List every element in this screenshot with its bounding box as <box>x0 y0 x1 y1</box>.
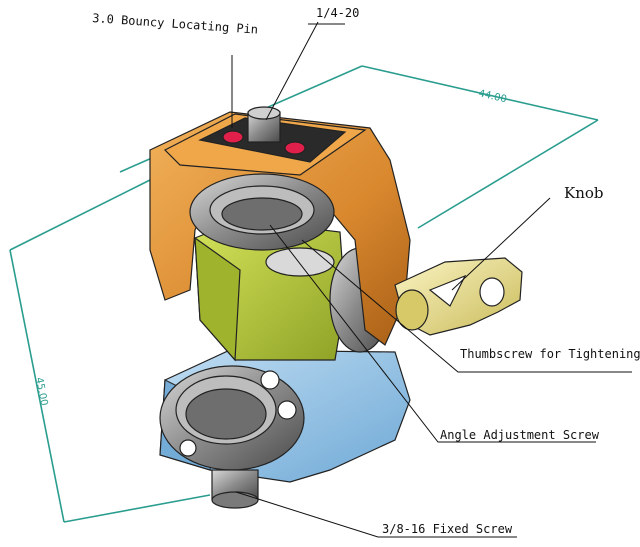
dimension-height: 45.00 <box>9 179 211 523</box>
height-dimension-line <box>9 249 65 523</box>
leader-top-thread <box>265 21 319 121</box>
width-dimension-line <box>361 65 599 121</box>
upper-ring <box>189 173 335 251</box>
leader-knob <box>451 197 551 291</box>
fixed-screw <box>211 469 259 509</box>
leader-fixed-screw <box>235 491 517 538</box>
locating-pin-left <box>222 130 244 144</box>
leader-lines <box>231 21 632 538</box>
knob <box>394 257 523 336</box>
top-clamp <box>149 111 411 346</box>
height-dimension-label: 45.00 <box>33 376 49 406</box>
label-thumbscrew: Thumbscrew for Tightening <box>460 347 640 361</box>
base-ring <box>159 365 305 471</box>
label-locating-pin: 3.0 Bouncy Locating Pin <box>92 11 259 37</box>
height-extension-top <box>9 179 151 251</box>
label-angle-screw: Angle Adjustment Screw <box>440 428 600 442</box>
locating-pins <box>222 130 306 155</box>
height-extension-bottom <box>63 494 211 523</box>
label-fixed-screw: 3/8-16 Fixed Screw <box>382 522 513 536</box>
label-top-thread: 1/4-20 <box>316 6 359 20</box>
leader-angle-screw <box>269 224 596 443</box>
width-extension-right <box>417 119 599 229</box>
locating-pin-right <box>284 141 306 155</box>
leader-thumbscrew <box>301 239 632 373</box>
middle-block <box>194 219 346 362</box>
width-dimension-label: 44.00 <box>477 88 507 105</box>
label-knob: Knob <box>564 184 604 202</box>
quarter-twenty-stud <box>247 106 281 143</box>
